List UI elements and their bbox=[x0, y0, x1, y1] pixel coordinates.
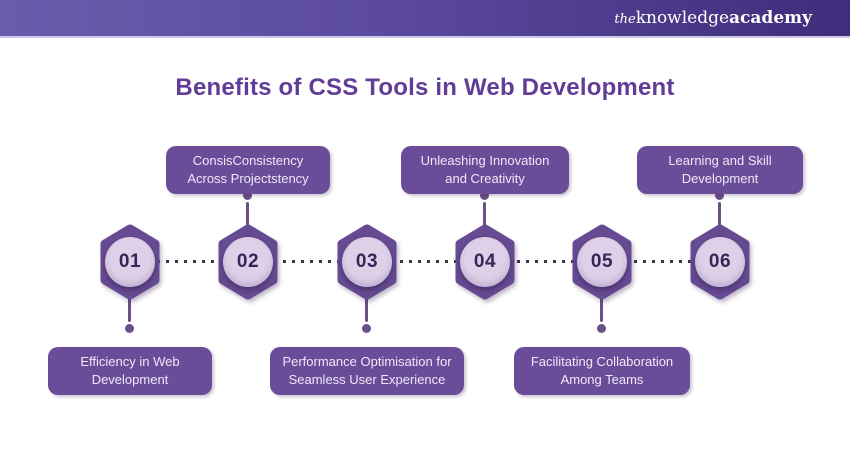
step-label-02: ConsisConsistency Across Projectstency bbox=[166, 146, 330, 195]
step-number-badge: 04 bbox=[460, 237, 510, 287]
step-hexagon-04: 04 bbox=[451, 224, 519, 300]
step-number-badge: 06 bbox=[695, 237, 745, 287]
logo-knowledge: knowledge bbox=[635, 8, 730, 28]
connector-stem bbox=[128, 296, 131, 322]
step-label-03: Performance Optimisation for Seamless Us… bbox=[270, 347, 464, 396]
step-number-badge: 01 bbox=[105, 237, 155, 287]
step-label-01: Efficiency in Web Development bbox=[48, 347, 212, 396]
logo-the: the bbox=[614, 12, 636, 27]
step-label-06: Learning and Skill Development bbox=[637, 146, 803, 195]
connector-stem bbox=[600, 296, 603, 322]
step-label-04: Unleashing Innovation and Creativity bbox=[401, 146, 569, 195]
step-number-badge: 05 bbox=[577, 237, 627, 287]
header-bar: theknowledgeacademy bbox=[0, 0, 850, 38]
page-title: Benefits of CSS Tools in Web Development bbox=[175, 74, 675, 101]
step-hexagon-02: 02 bbox=[214, 224, 282, 300]
step-number-badge: 02 bbox=[223, 237, 273, 287]
timeline-dotted-connector bbox=[130, 260, 720, 263]
connector-stem bbox=[483, 202, 486, 226]
step-hexagon-05: 05 bbox=[568, 224, 636, 300]
connector-dot bbox=[125, 324, 134, 333]
connector-stem bbox=[365, 296, 368, 322]
connector-dot bbox=[243, 191, 252, 200]
knowledge-academy-logo: theknowledgeacademy bbox=[614, 8, 812, 28]
step-hexagon-03: 03 bbox=[333, 224, 401, 300]
connector-dot bbox=[362, 324, 371, 333]
connector-dot bbox=[715, 191, 724, 200]
logo-academy: academy bbox=[729, 8, 812, 28]
step-hexagon-01: 01 bbox=[96, 224, 164, 300]
connector-dot bbox=[480, 191, 489, 200]
connector-stem bbox=[718, 202, 721, 226]
connector-stem bbox=[246, 202, 249, 226]
step-label-05: Facilitating Collaboration Among Teams bbox=[514, 347, 690, 396]
step-number-badge: 03 bbox=[342, 237, 392, 287]
step-hexagon-06: 06 bbox=[686, 224, 754, 300]
connector-dot bbox=[597, 324, 606, 333]
